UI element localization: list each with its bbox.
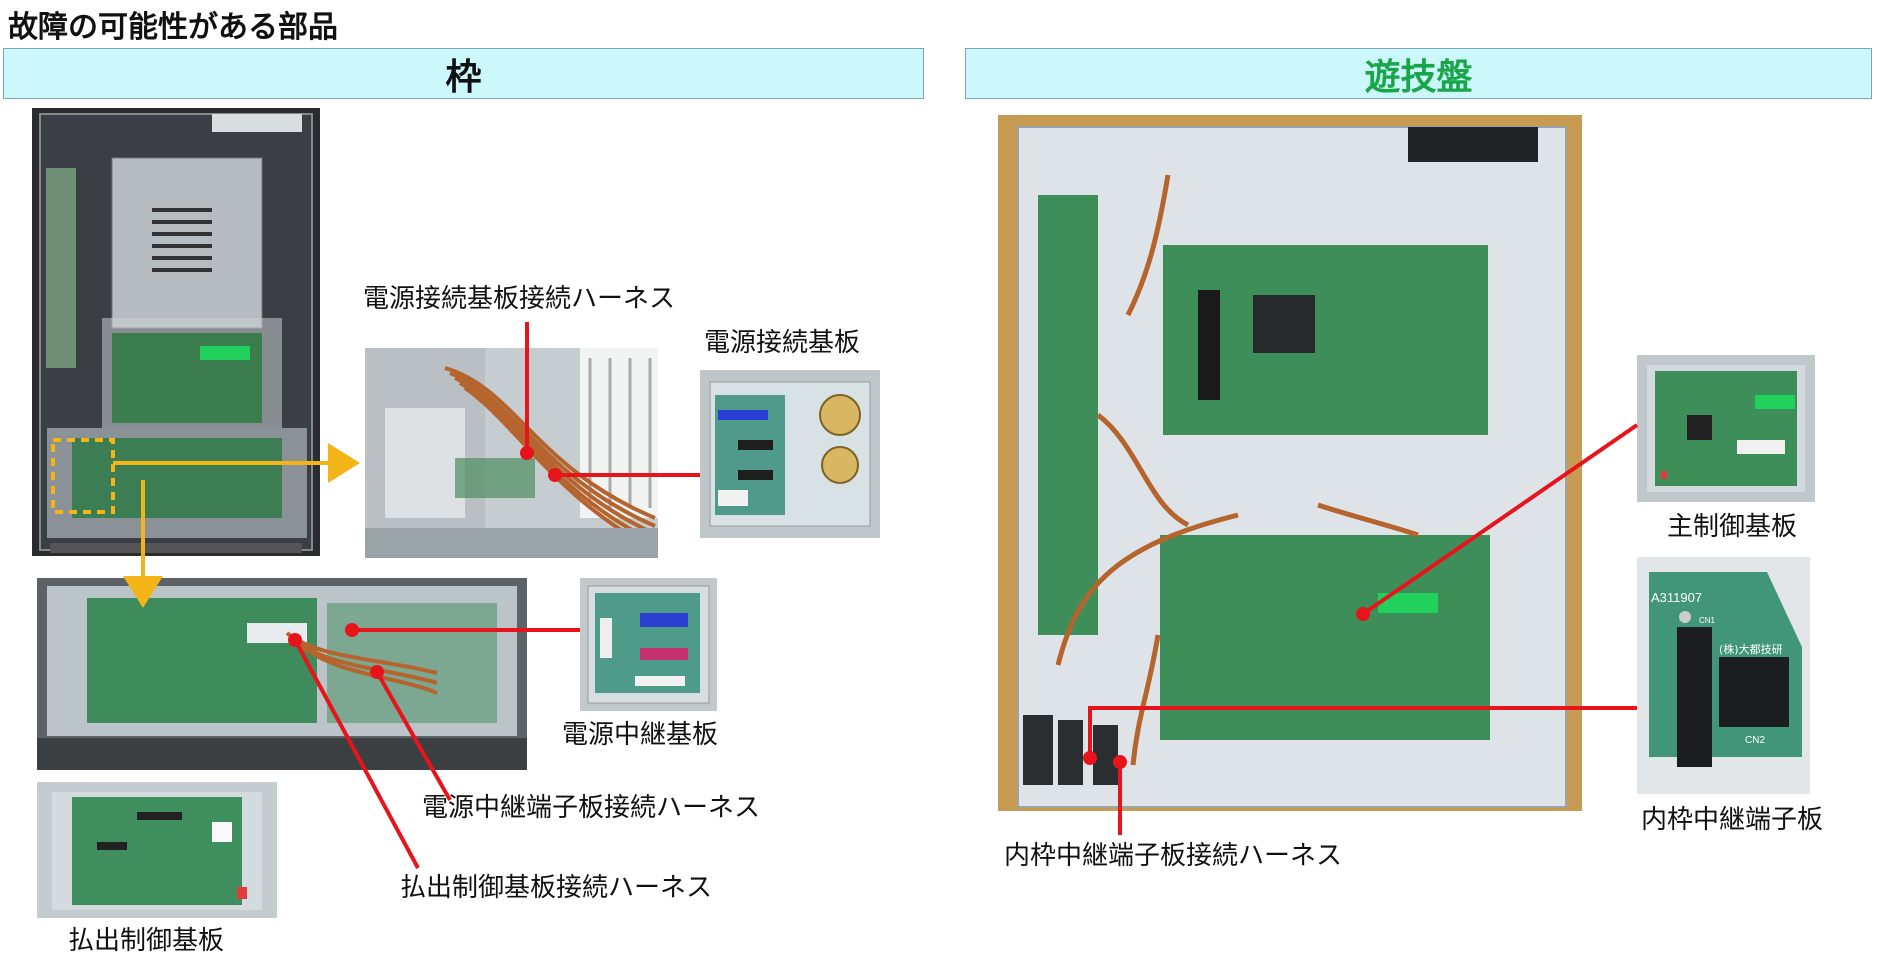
board-part-number: A311907 [1651, 590, 1702, 605]
label-inner-relay-term-harness: 内枠中継端子板接続ハーネス [1004, 841, 1343, 871]
payout-ctrl-board-photo [37, 782, 277, 918]
label-power-relay-term-harness: 電源中継端子板接続ハーネス [422, 793, 761, 823]
game-board-photo [998, 115, 1582, 811]
label-main-ctrl-board: 主制御基板 [1667, 512, 1798, 542]
power-conn-harness-photo [365, 348, 658, 558]
power-relay-board-photo [580, 578, 717, 711]
frame-overall-photo [32, 108, 320, 556]
inner-relay-term-board-photo: A311907 (株)大都技研 CN2 CN1 [1637, 557, 1810, 794]
section-header-frame-label: 枠 [445, 56, 482, 98]
label-power-relay-board: 電源中継基板 [562, 720, 719, 750]
label-payout-ctrl-board: 払出制御基板 [68, 926, 225, 956]
board-maker: (株)大都技研 [1719, 642, 1783, 656]
label-power-conn-harness: 電源接続基板接続ハーネス [363, 284, 676, 314]
label-inner-relay-term-board: 内枠中継端子板 [1641, 805, 1824, 835]
board-connector-cn2: CN2 [1745, 735, 1765, 746]
power-conn-board-photo [700, 370, 880, 538]
page-title: 故障の可能性がある部品 [8, 10, 338, 45]
label-power-conn-board: 電源接続基板 [704, 328, 861, 358]
power-relay-area-photo [37, 578, 527, 770]
section-header-gameboard-label: 遊技盤 [1364, 56, 1473, 98]
label-payout-ctrl-harness: 払出制御基板接続ハーネス [400, 873, 713, 903]
main-ctrl-board-photo [1637, 355, 1815, 502]
section-header-frame: 枠 [3, 48, 924, 99]
board-connector-cn1: CN1 [1699, 616, 1716, 625]
section-header-gameboard: 遊技盤 [965, 48, 1872, 99]
